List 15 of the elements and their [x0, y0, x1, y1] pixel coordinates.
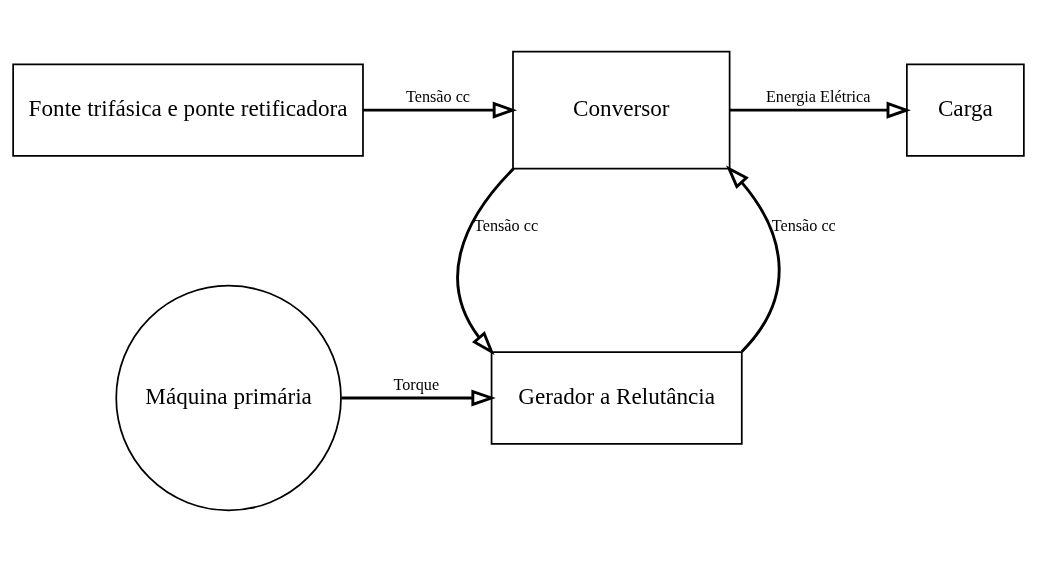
- edge-label: Tensão cc: [771, 216, 836, 235]
- node-box: Carga: [906, 63, 1025, 157]
- edge-label: Energia Elétrica: [765, 87, 871, 106]
- arrow: [363, 101, 518, 119]
- edge-label: Tensão cc: [474, 216, 539, 235]
- node-box: Fonte trifásica e ponte retificadora: [12, 63, 364, 157]
- node-box: Conversor: [512, 50, 731, 169]
- edge-label: Torque: [393, 375, 440, 394]
- arrow: [341, 388, 496, 407]
- arrow: [729, 101, 911, 119]
- arrow: [726, 164, 781, 353]
- arrow: [456, 167, 515, 355]
- edge-label: Tensão cc: [405, 87, 471, 106]
- node-circle: Máquina primária: [115, 284, 342, 511]
- node-box: Gerador a Relutância: [490, 350, 743, 445]
